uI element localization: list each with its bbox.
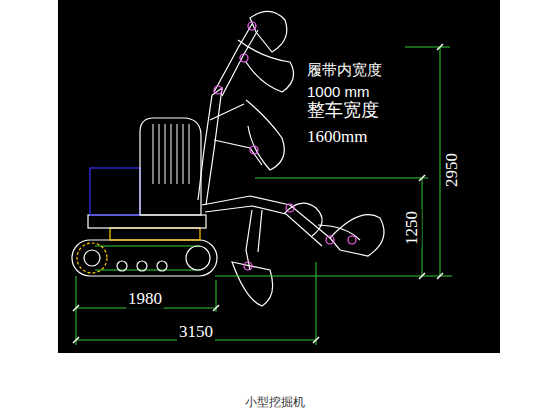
dimension-lines <box>76 47 452 345</box>
spec-note: 履带内宽度 <box>307 62 382 79</box>
spec-note: 整车宽度 <box>307 101 379 121</box>
cab <box>140 118 201 215</box>
cad-background <box>58 0 500 353</box>
dimension-value: 3150 <box>177 323 215 342</box>
dimension-value: 1250 <box>403 209 422 247</box>
dimension-value: 1980 <box>126 290 164 309</box>
dimension-value: 2950 <box>443 151 462 189</box>
boom <box>198 88 222 205</box>
boom-lowered <box>202 196 330 246</box>
spec-note: 1000 mm <box>307 84 370 101</box>
sprocket <box>77 243 107 273</box>
track <box>72 240 217 276</box>
idler <box>186 246 210 270</box>
caption: 小型挖掘机 <box>245 396 305 409</box>
spec-note: 1600mm <box>307 128 367 147</box>
engine-hood <box>90 168 140 215</box>
excavator <box>72 11 384 306</box>
dimension-ticks <box>73 44 443 343</box>
bucket <box>250 11 287 52</box>
arm <box>214 24 258 96</box>
